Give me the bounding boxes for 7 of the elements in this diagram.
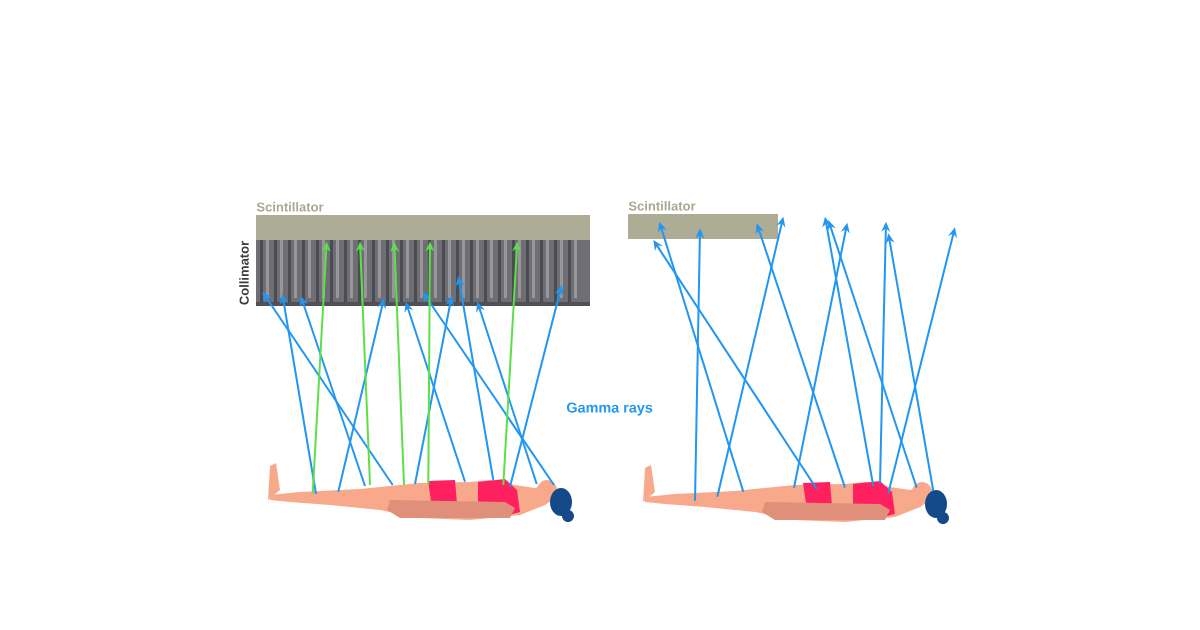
patient-drawing — [643, 465, 949, 524]
gamma-ray-arrow — [653, 240, 818, 490]
ray-label: Gamma rays — [567, 402, 653, 416]
band-label: Scintillator — [256, 202, 324, 212]
band-label: Collimator — [239, 241, 249, 305]
band-label: Scintillator — [628, 201, 696, 211]
patient-drawing — [268, 463, 574, 522]
